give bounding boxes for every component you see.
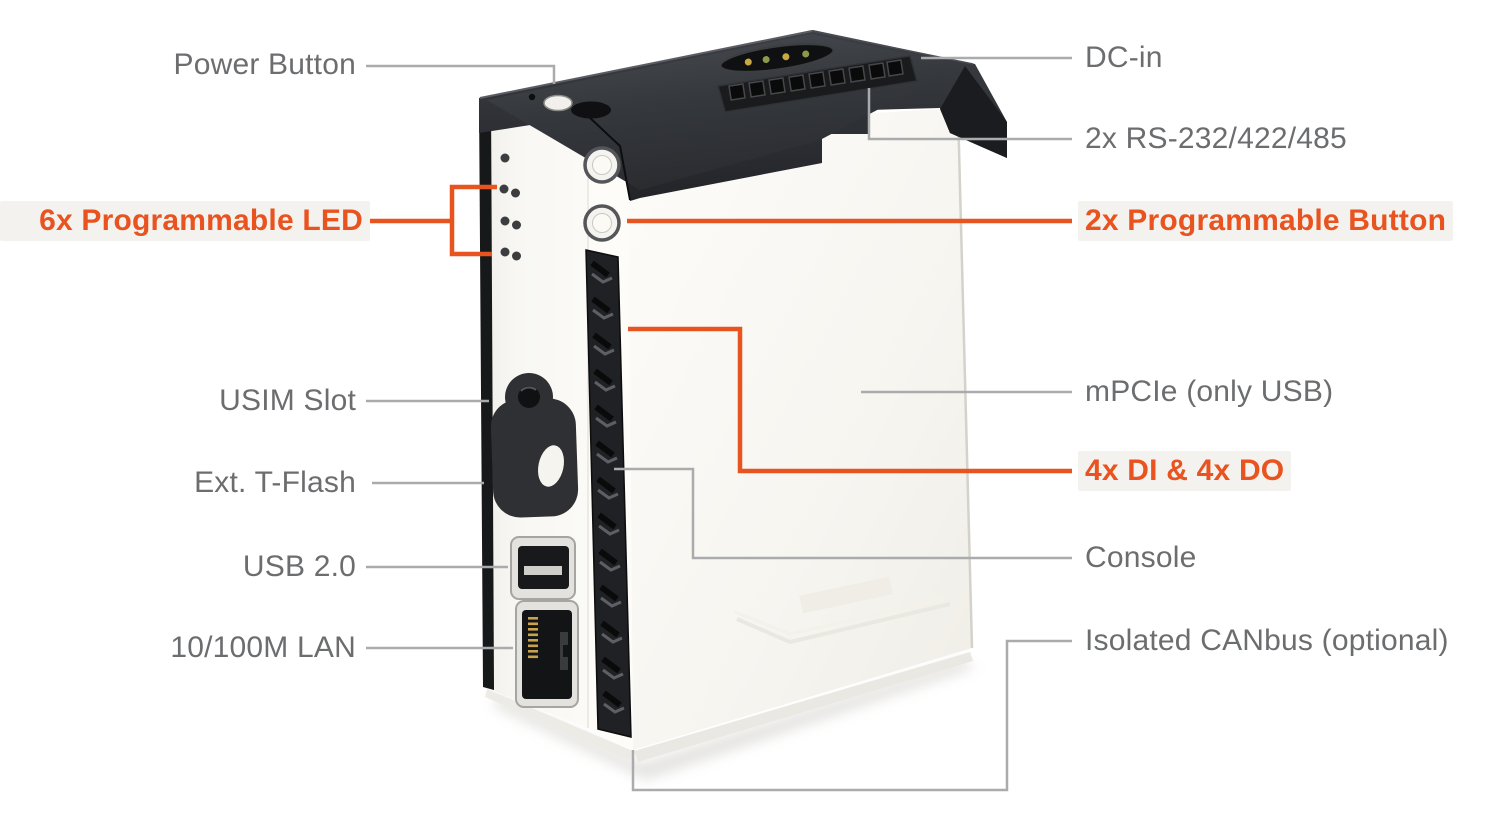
rj45-clip [560,632,568,670]
callout-line-di-do [628,326,1072,474]
label-dc-in: DC-in [1085,41,1163,74]
lan-port [515,600,579,708]
device-side-face [628,108,972,750]
gray-callout-lines [366,56,1072,792]
label-lan: 10/100M LAN [170,631,356,664]
callout-line-rs232 [867,88,1072,141]
top-ridge-highlight [479,30,813,99]
top-cover-right-flap [940,66,1007,158]
led-array [499,153,521,261]
rj45-pins [528,617,538,659]
callout-line-console [614,467,1072,560]
label-rs-232: 2x RS-232/422/485 [1085,122,1347,155]
callout-line-canbus [631,639,1072,792]
rs232-terminal-block [717,55,918,113]
cover-corner-edge [587,115,631,201]
label-power-button: Power Button [173,48,356,81]
power-button [528,93,611,119]
label-ext-t-flash: Ext. T-Flash [194,466,356,499]
label-programmable-led: 6x Programmable LED [0,201,370,241]
label-usb-2-0: USB 2.0 [242,550,356,583]
callout-line-power-button [366,64,556,84]
dc-in-connector [719,43,835,73]
label-console: Console [1085,541,1197,574]
callout-line-programmable-led [366,184,497,257]
programmable-buttons [583,146,621,242]
label-isolated-canbus: Isolated CANbus (optional) [1085,624,1449,657]
dio-terminal-block [585,249,632,738]
tflash-slot-opening [538,445,564,487]
device-left-back-strip [479,98,494,690]
orange-callout-lines [366,184,1072,474]
label-mpcie: mPCIe (only USB) [1085,375,1334,408]
label-usim-slot: USIM Slot [219,384,356,417]
embossed-logo [734,576,951,645]
label-programmable-button: 2x Programmable Button [1078,201,1454,241]
usb-port [510,536,576,600]
device-bottom-edge-highlight [634,652,973,762]
usim-tflash-cover [490,373,579,518]
label-di-do: 4x DI & 4x DO [1078,451,1292,491]
